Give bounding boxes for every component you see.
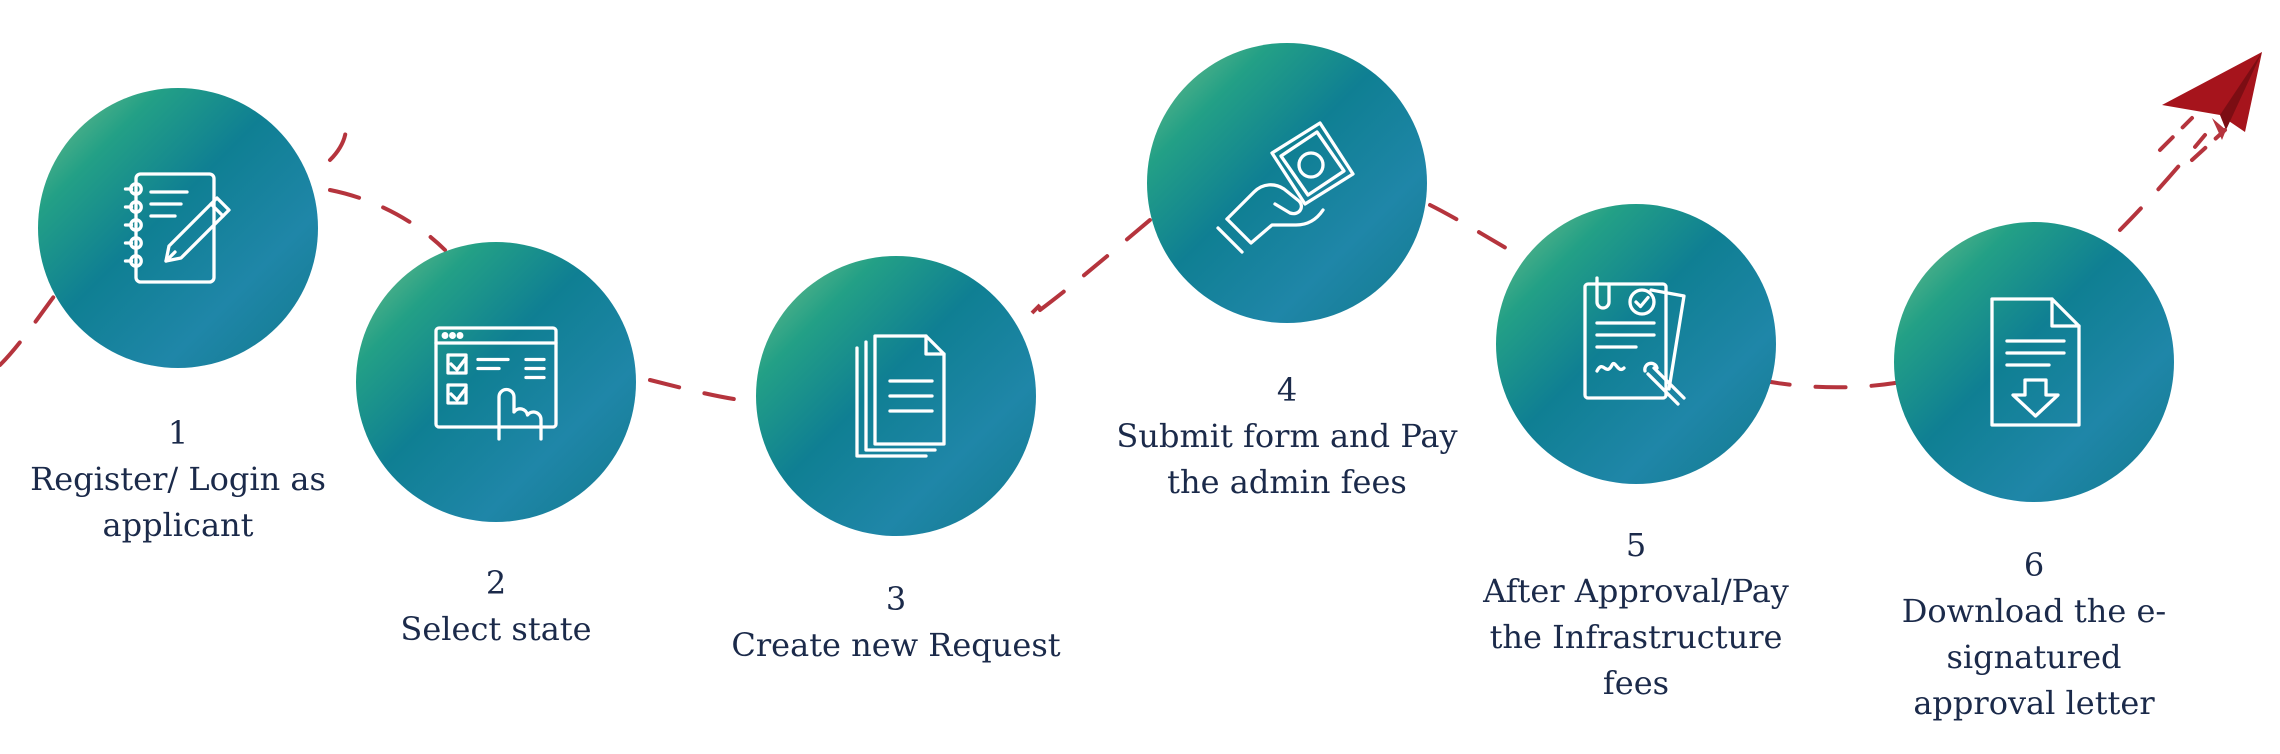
step-5-number: 5	[1625, 526, 1647, 564]
step-4-text: Submit form and Pay the admin fees	[1116, 417, 1458, 501]
step-6-text: Download the e-signatured approval lette…	[1901, 592, 2167, 722]
step-4-circle	[1147, 43, 1427, 323]
step-2-circle	[356, 242, 636, 522]
hand-money-icon	[1216, 121, 1355, 254]
step-5-text: After Approval/Pay the Infrastructure fe…	[1483, 572, 1789, 702]
documents-icon	[855, 334, 946, 458]
step-6-label: 6 Download the e-signatured approval let…	[1834, 542, 2234, 726]
notebook-pencil-icon	[123, 172, 231, 284]
checklist-click-icon	[434, 326, 558, 441]
signed-contract-icon	[1583, 276, 1686, 406]
step-5-label: 5 After Approval/Pay the Infrastructure …	[1436, 522, 1836, 706]
document-download-icon	[1990, 297, 2081, 427]
step-6-number: 6	[2023, 546, 2045, 584]
paper-plane-icon	[2162, 52, 2262, 140]
step-5-circle	[1496, 204, 1776, 484]
step-1-number: 1	[167, 414, 189, 452]
step-3-text: Create new Request	[731, 626, 1061, 664]
step-2-label: 2 Select state	[296, 560, 696, 652]
step-2-text: Select state	[400, 610, 592, 648]
step-3-circle	[756, 256, 1036, 536]
step-1-circle	[38, 88, 318, 368]
step-2-number: 2	[485, 564, 507, 602]
step-3-number: 3	[885, 580, 907, 618]
step-6-circle	[1894, 222, 2174, 502]
step-3-label: 3 Create new Request	[696, 576, 1096, 668]
step-1-text: Register/ Login as applicant	[30, 460, 326, 544]
step-4-label: 4 Submit form and Pay the admin fees	[1087, 367, 1487, 505]
step-4-number: 4	[1276, 371, 1298, 409]
step-1-label: 1 Register/ Login as applicant	[0, 410, 378, 548]
